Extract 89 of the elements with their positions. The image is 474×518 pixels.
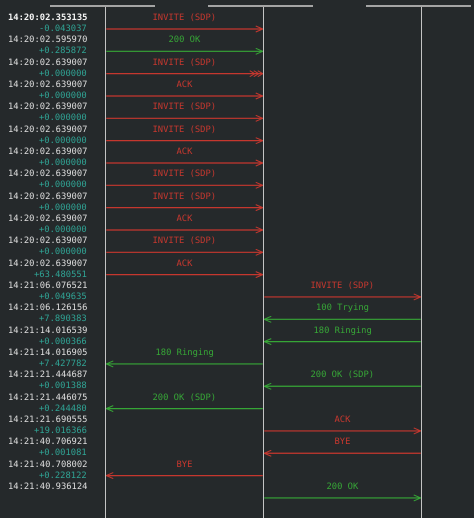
time-delta: +0.000000 [39, 180, 87, 190]
arrow [106, 159, 264, 166]
arrow [264, 427, 422, 434]
edge-label: 200 OK (SDP) [152, 392, 216, 403]
edge-label: 180 Ringing [156, 348, 214, 358]
lifeline [262, 7, 264, 518]
time-delta: +0.000000 [39, 136, 87, 146]
timestamp: 14:21:21.444687 [8, 370, 88, 380]
time-delta: +0.000000 [39, 113, 87, 124]
timestamp: 14:21:40.936124 [8, 482, 88, 492]
timestamp: 14:21:14.016539 [8, 326, 88, 336]
arrow [106, 360, 263, 368]
arrow [106, 182, 264, 189]
lifeline [104, 7, 106, 518]
time-delta: +0.000000 [39, 90, 87, 101]
arrow [264, 338, 421, 346]
arrow [106, 26, 264, 32]
time-delta: +0.000000 [39, 247, 87, 258]
arrow [106, 204, 264, 212]
time-delta: +0.001081 [39, 448, 87, 458]
time-delta: +0.001388 [39, 381, 87, 392]
edge-label: ACK [176, 80, 192, 90]
arrow [264, 450, 421, 457]
time-delta: +0.285872 [39, 46, 87, 56]
edge-label: 200 OK [326, 482, 358, 492]
time-delta: +0.049635 [39, 292, 87, 302]
timestamp: 14:20:02.639007 [8, 58, 88, 68]
arrow [106, 248, 264, 256]
arrow [106, 92, 264, 100]
timestamp: 14:20:02.639007 [8, 102, 88, 112]
time-delta: +7.890383 [39, 314, 87, 324]
timestamp: 14:21:06.076521 [8, 280, 88, 291]
timestamp: 14:20:02.639007 [8, 214, 88, 224]
time-delta: +0.244480 [39, 404, 87, 414]
arrow [106, 114, 264, 122]
timestamp: 14:20:02.639007 [8, 258, 88, 269]
edge-label: 200 OK (SDP) [310, 370, 374, 380]
timestamp: 14:20:02.595970 [8, 35, 88, 46]
arrow [264, 316, 421, 323]
edge-label: ACK [176, 214, 192, 224]
lifeline [420, 7, 422, 518]
timestamp: 14:21:40.706921 [8, 437, 88, 448]
timestamp: 14:21:21.446075 [8, 392, 88, 403]
time-delta: +7.427782 [39, 358, 87, 369]
timestamp: 14:21:14.016905 [8, 348, 88, 358]
time-delta: +0.000000 [39, 158, 87, 168]
arrow [264, 293, 422, 300]
timestamp: 14:20:02.353135 [8, 13, 88, 23]
edge-label: 100 Trying [316, 303, 369, 314]
arrow [106, 137, 264, 144]
time-delta: +0.000000 [39, 202, 87, 213]
time-delta: +0.000366 [39, 336, 87, 347]
timestamp: 14:20:02.639007 [8, 146, 88, 157]
edge-label: 180 Ringing [314, 326, 372, 336]
timestamp: 14:20:02.639007 [8, 169, 88, 180]
time-delta: +19.016366 [34, 426, 87, 436]
timestamp: 14:21:21.690555 [8, 414, 88, 425]
edge-label: INVITE (SDP) [152, 124, 216, 135]
time-delta: +63.480551 [34, 270, 87, 280]
timestamp: 14:20:02.639007 [8, 80, 88, 90]
timestamp: 14:20:02.639007 [8, 236, 88, 246]
time-delta: -0.043037 [39, 24, 87, 34]
edge-label: INVITE (SDP) [152, 169, 216, 180]
arrow [106, 48, 264, 55]
timestamp: 14:20:02.639007 [8, 192, 88, 202]
edge-label: ACK [176, 258, 192, 269]
edge-label: INVITE (SDP) [152, 102, 216, 112]
arrow [264, 494, 422, 502]
edge-label: INVITE (SDP) [152, 13, 216, 23]
edge-label: INVITE (SDP) [152, 58, 216, 68]
arrow [106, 405, 263, 412]
edge-label: BYE [334, 437, 350, 448]
edge-label: INVITE (SDP) [152, 236, 216, 246]
time-delta: +0.000000 [39, 224, 87, 235]
timestamp: 14:20:02.639007 [8, 124, 88, 135]
edge-label: BYE [176, 460, 192, 470]
edge-label: 200 OK [168, 35, 200, 46]
time-delta: +0.228122 [39, 470, 87, 481]
timestamp: 14:21:06.126156 [8, 303, 88, 314]
edge-label: INVITE (SDP) [152, 192, 216, 202]
time-delta: +0.000000 [39, 68, 87, 79]
arrow [106, 472, 263, 480]
arrow [106, 271, 264, 278]
edge-label: ACK [334, 414, 350, 425]
edge-label: INVITE (SDP) [310, 280, 374, 291]
timestamp: 14:21:40.708002 [8, 460, 88, 470]
edge-label: ACK [176, 146, 192, 157]
arrow [106, 226, 264, 234]
arrow [264, 382, 421, 390]
